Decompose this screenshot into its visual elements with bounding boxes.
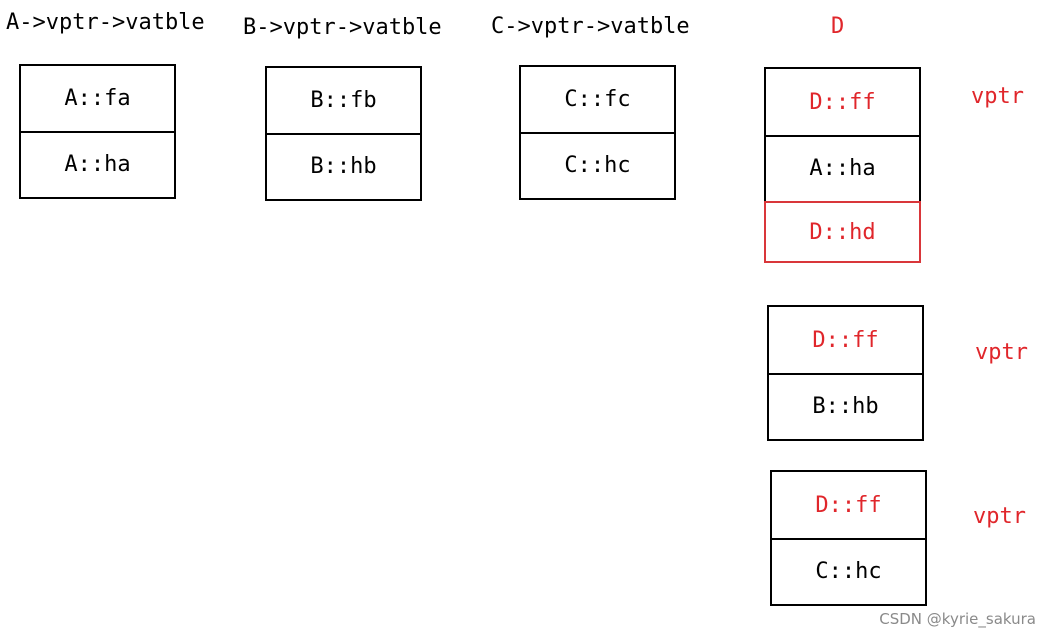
vtable-a: A::fa A::ha	[19, 64, 176, 199]
vtable-c: C::fc C::hc	[519, 65, 676, 200]
vtable-d-a-part: D::ff A::ha	[764, 67, 921, 203]
vptr-label-d1: vptr	[971, 84, 1024, 109]
vtable-b: B::fb B::hb	[265, 66, 422, 201]
vtable-d1-entry-hd: D::hd	[764, 201, 921, 263]
header-d: D	[831, 14, 845, 39]
vtable-d3-entry-ff: D::ff	[772, 472, 925, 540]
vtable-d2-entry-hb: B::hb	[812, 393, 879, 419]
vtable-d2-entry-ff: D::ff	[769, 307, 922, 375]
vtable-d-c-part: D::ff C::hc	[770, 470, 927, 606]
vtable-d-b-part: D::ff B::hb	[767, 305, 924, 441]
vtable-b-entry-hb: B::hb	[310, 153, 377, 179]
vtable-d3-entry-hc: C::hc	[815, 558, 882, 584]
vptr-label-d2: vptr	[975, 340, 1028, 365]
watermark-text: CSDN @kyrie_sakura	[879, 610, 1036, 628]
header-a: A->vptr->vatble	[6, 10, 205, 35]
vtable-d1-entry-ha: A::ha	[809, 155, 876, 181]
vtable-a-entry-ha: A::ha	[64, 151, 131, 177]
vtable-d1-entry-ff: D::ff	[766, 69, 919, 137]
header-c: C->vptr->vatble	[491, 14, 690, 39]
vtable-b-entry-fb: B::fb	[267, 68, 420, 135]
vtable-c-entry-fc: C::fc	[521, 67, 674, 134]
vtable-c-entry-hc: C::hc	[564, 152, 631, 178]
vtable-a-entry-fa: A::fa	[21, 66, 174, 133]
header-b: B->vptr->vatble	[243, 15, 442, 40]
vptr-label-d3: vptr	[973, 504, 1026, 529]
